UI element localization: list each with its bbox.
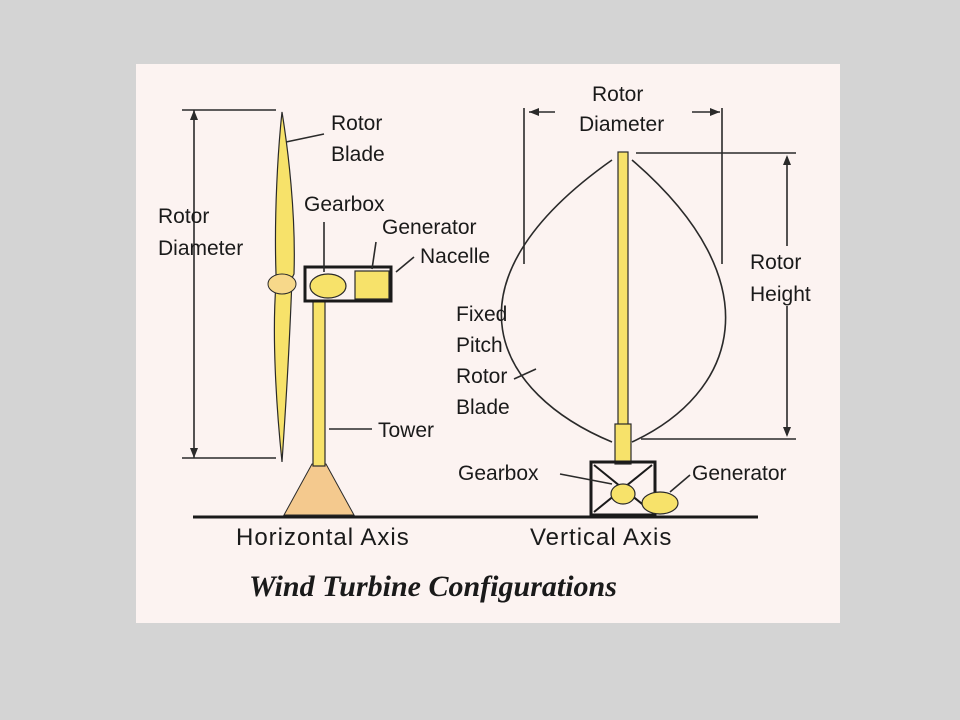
gearbox-label: Gearbox [304,193,385,216]
vertical-rotor-diameter-dimension [523,108,723,264]
horizontal-axis-turbine [182,109,415,516]
rotor-diameter-label-line1: Rotor [158,205,209,228]
vertical-mast [617,151,629,461]
fixed-pitch-label-line3: Rotor [456,365,507,388]
vertical-gearbox-label: Gearbox [458,462,539,485]
generator [354,270,390,300]
rotor-height-dimension [636,152,796,440]
rotor-blade-label-line2: Blade [331,143,385,166]
vertical-axis-turbine [500,108,796,517]
fixed-pitch-leader [513,368,537,380]
horizontal-axis-label: Horizontal Axis [236,524,410,551]
diagram-panel: Rotor Blade Rotor Diameter Gearbox Gener… [136,64,840,623]
vertical-rotor-diameter-label-line1: Rotor [592,83,643,106]
vertical-generator-label: Generator [692,462,787,485]
gearbox [309,273,347,299]
rotor-height-label-line2: Height [750,283,811,306]
darrieus-rotor-curve-right [631,159,727,443]
darrieus-rotor-curve [500,159,613,443]
generator-leader [371,241,377,270]
vertical-rotor-diameter-label-line2: Diameter [579,113,664,136]
rotor-height-label-line1: Rotor [750,251,801,274]
rotor-blade-leader [285,133,325,143]
vertical-gearbox [610,483,636,505]
rotor-blade-label-line1: Rotor [331,112,382,135]
fixed-pitch-label-line2: Pitch [456,334,503,357]
tower [312,295,326,467]
nacelle-label: Nacelle [420,245,490,268]
vertical-axis-label: Vertical Axis [530,524,672,551]
vertical-labels: Rotor Diameter Rotor Height Fixed Pitch … [456,83,811,551]
vertical-gearbox-leader [559,473,613,485]
rotor-diameter-label-line2: Diameter [158,237,243,260]
mast-collar [614,423,632,465]
fixed-pitch-label-line1: Fixed [456,303,507,326]
tower-label: Tower [378,419,434,442]
rotor-diameter-dimension [182,109,276,459]
nacelle-leader [395,256,415,273]
wind-turbine-diagram: Rotor Blade Rotor Diameter Gearbox Gener… [158,83,811,603]
vertical-gearbox-housing [589,460,657,517]
vertical-generator [641,491,679,515]
tower-base [283,463,355,516]
horizontal-labels: Rotor Blade Rotor Diameter Gearbox Gener… [158,112,490,551]
vertical-generator-leader [669,474,691,493]
diagram-caption: Wind Turbine Configurations [249,570,617,603]
generator-label: Generator [382,216,477,239]
rotor-hub [267,273,297,295]
fixed-pitch-label-line4: Blade [456,396,510,419]
